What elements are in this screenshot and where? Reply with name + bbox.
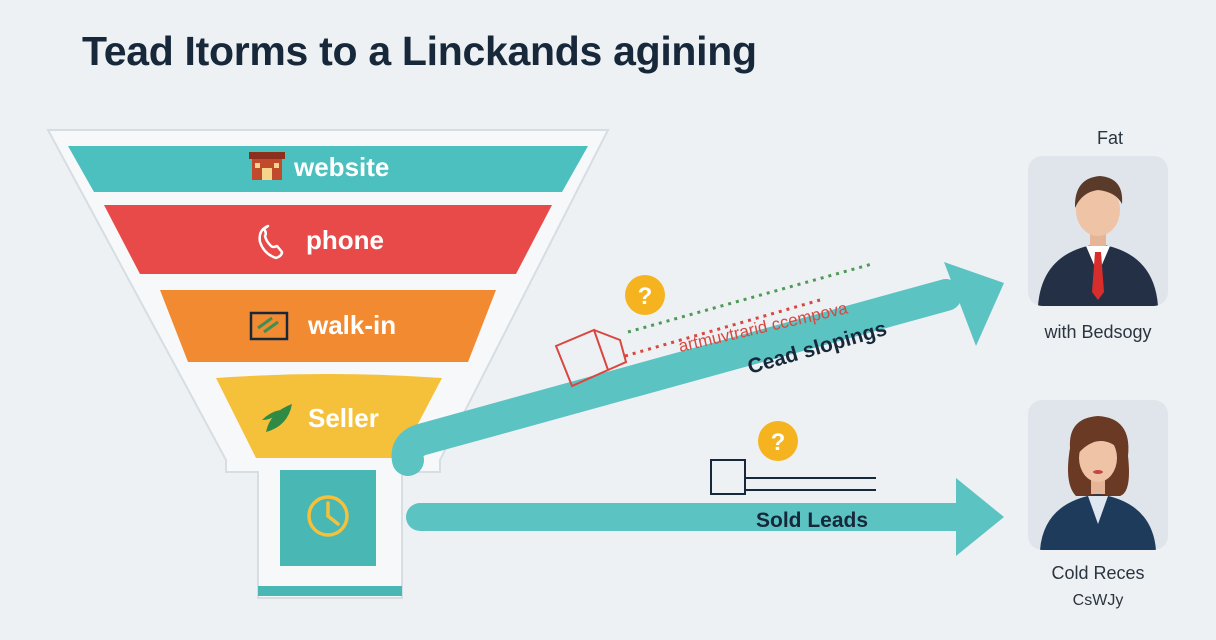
svg-text:?: ? [638, 283, 653, 310]
funnel-stage-walkin [160, 290, 496, 362]
funnel-stage-label-website: website [293, 152, 389, 182]
funnel-stage-seller [216, 374, 442, 458]
funnel-stage-label-phone: phone [306, 225, 384, 255]
svg-text:?: ? [771, 429, 786, 456]
funnel-stage-label-walkin: walk-in [307, 310, 396, 340]
flow-indicator-lower [710, 459, 876, 495]
funnel-stage-label-seller: Seller [308, 403, 379, 433]
door-icon [249, 311, 289, 341]
person-top-caption: with Bedsogy [1044, 322, 1152, 342]
businesswoman-avatar [1028, 400, 1168, 550]
funnel-stage-phone [104, 205, 552, 274]
person-top-title: Fat [1096, 128, 1123, 148]
funnel-base [258, 586, 402, 596]
person-bottom-caption: Cold Reces [1051, 563, 1145, 583]
flow-arrow-lower [406, 478, 1004, 556]
leaf-icon [262, 404, 292, 432]
flow-arrow-upper [391, 262, 1004, 476]
phone-icon [258, 224, 284, 260]
businessman-avatar [1028, 156, 1168, 306]
page-title: Tead Itorms to a Linckands agining [82, 28, 757, 74]
person-bottom-subcaption: CsWJy [1072, 592, 1124, 609]
lightbulb-icon: ? [758, 421, 798, 461]
clock-icon [307, 495, 349, 537]
flow-indicator-upper [554, 262, 873, 388]
flow-label-lower: Sold Leads [756, 509, 868, 532]
shop-icon [249, 152, 285, 180]
funnel-stage-website [68, 146, 588, 192]
lightbulb-icon: ? [625, 275, 665, 315]
